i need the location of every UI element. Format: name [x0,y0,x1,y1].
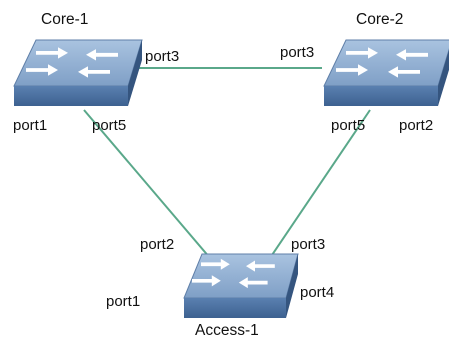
link-core2-access1 [269,109,371,259]
core2-port5-label: port5 [331,117,366,134]
core2-port3-label: port3 [280,44,315,61]
access1-port2-label: port2 [140,236,175,253]
switch-core2-icon [323,39,449,106]
core1-port1-label: port1 [13,117,48,134]
core1-port3-label: port3 [145,48,180,65]
core2-port2-label: port2 [399,117,434,134]
access1-port1-label: port1 [106,293,141,310]
access1-port3-label: port3 [291,236,326,253]
core1-port5-label: port5 [92,117,127,134]
access1-port4-label: port4 [300,284,335,301]
core1-name-label: Core-1 [41,11,89,28]
link-core1-access1 [83,109,211,259]
switch-access1-icon [183,253,299,318]
switch-core1-icon [13,39,143,106]
access1-name-label: Access-1 [195,322,259,339]
core2-name-label: Core-2 [356,11,404,28]
